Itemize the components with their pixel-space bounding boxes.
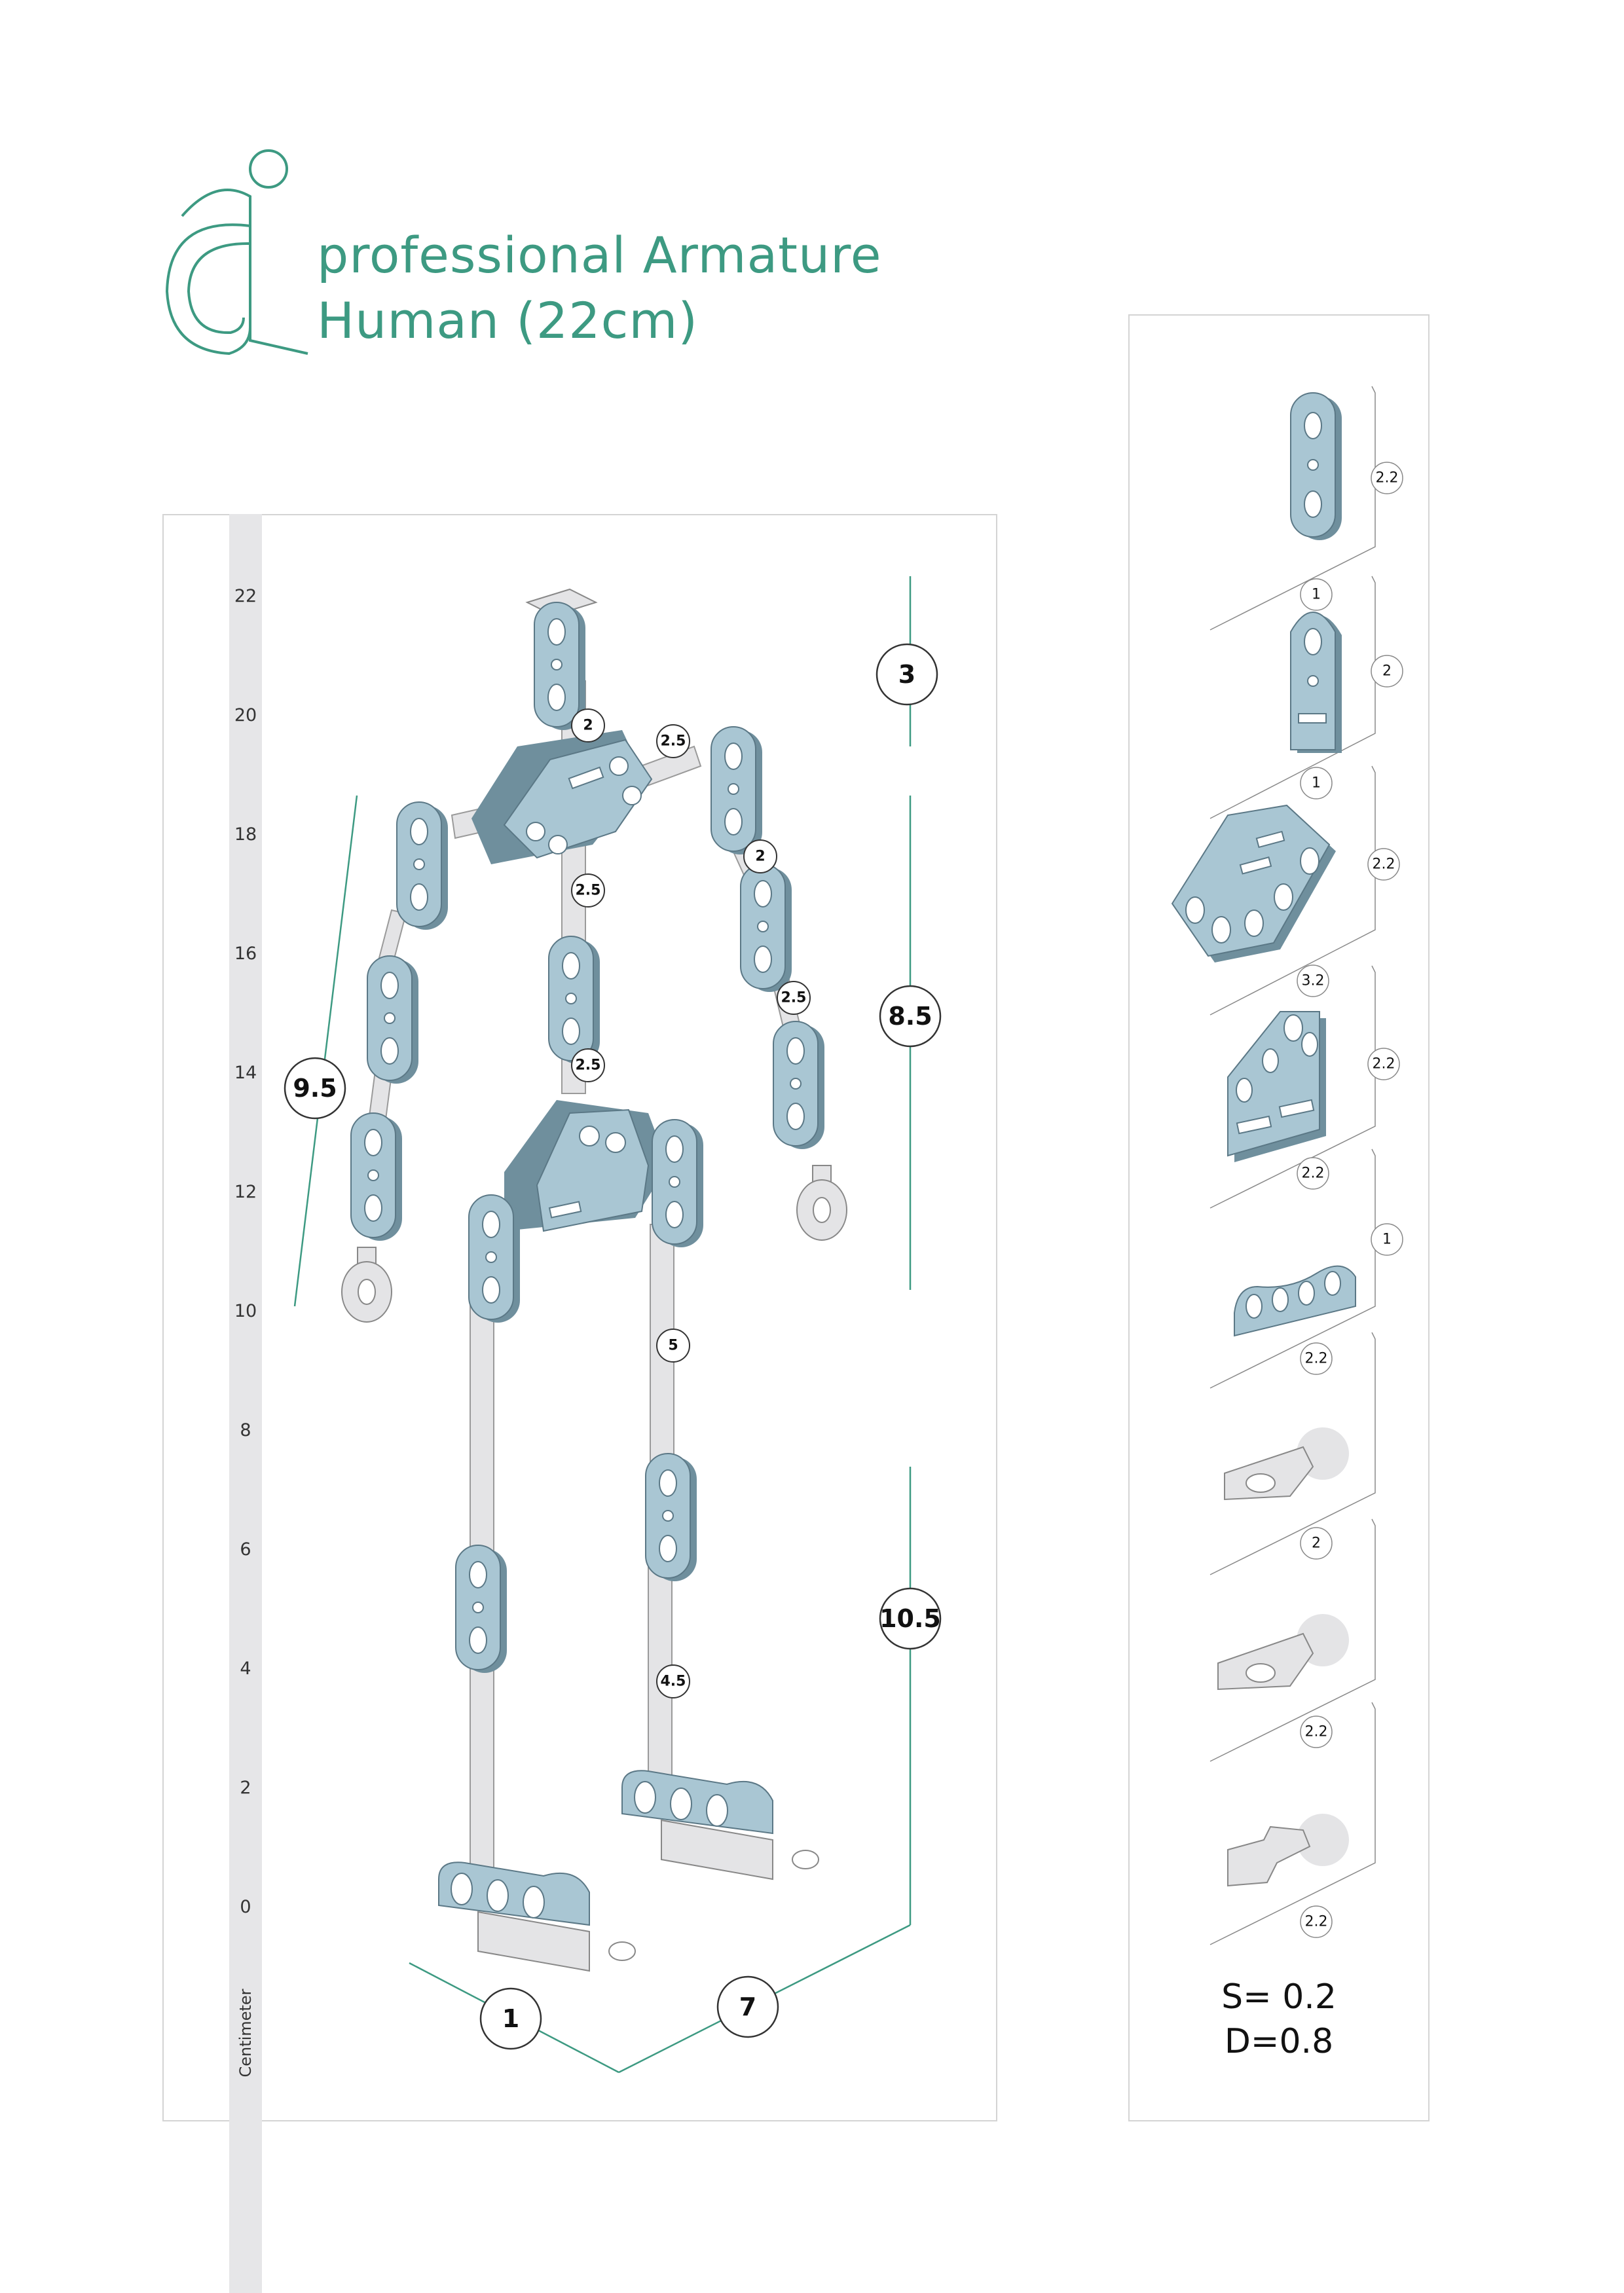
spec-d: D=0.8 [1224,2022,1334,2061]
dim-leg: 10.5 [879,1604,941,1633]
dim-width: 7 [739,1992,756,2021]
ruler-tick: 10 [234,1301,257,1321]
rod-label-upper-spine: 2.5 [576,883,601,899]
ruler-tick: 2 [240,1778,251,1798]
ruler-tick: 18 [234,824,257,845]
title-line-1: professional Armature [317,226,882,284]
rod-label-shoulder: 2.5 [661,733,686,750]
dim-torso: 8.5 [888,1002,932,1031]
rod-label-forearm: 2.5 [781,990,807,1006]
dim-depth: 1 [502,2004,519,2033]
dim-circle [876,643,938,706]
title-line-2: Human (22cm) [317,291,699,350]
dim-circle [879,1587,942,1650]
rod-label-neck: 2 [583,718,593,734]
ruler-tick: 4 [240,1659,251,1679]
ruler-tick: 6 [240,1539,251,1560]
dim-circle [716,1975,779,2038]
dim-circle [879,985,942,1048]
ruler-tick: 8 [240,1420,251,1440]
dim-head: 3 [898,660,915,689]
ruler-tick: 14 [234,1063,257,1083]
ruler-tick: 12 [234,1182,257,1202]
dim-circle [479,1987,542,2050]
ruler-tick: 0 [240,1897,251,1917]
rod-label-thigh: 5 [668,1338,678,1354]
rod-label-lower-spine: 2.5 [576,1057,601,1074]
ruler-bar [229,514,262,2293]
dim-arm: 9.5 [293,1074,337,1103]
dim-circle [284,1057,346,1120]
spec-s: S= 0.2 [1221,1977,1337,2017]
rod-label-shin: 4.5 [661,1674,686,1690]
ruler-tick: 20 [234,705,257,725]
rod-label-elbow: 2 [755,849,765,865]
ruler-tick: 22 [234,586,257,606]
ruler-tick: 16 [234,944,257,964]
